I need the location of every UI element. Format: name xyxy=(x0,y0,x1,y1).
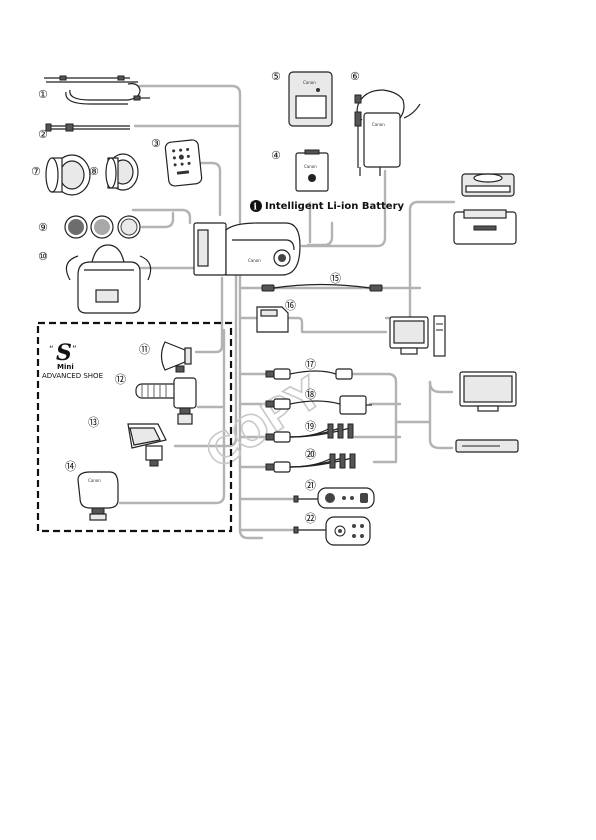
item-10-carrying-case xyxy=(66,245,150,313)
svg-text:i: i xyxy=(254,203,258,213)
marker-1: ① xyxy=(38,88,48,101)
camcorder: Canon xyxy=(194,223,300,275)
marker-4: ④ xyxy=(271,149,281,162)
marker-11: ⑪ xyxy=(139,343,150,356)
marker-18: ⑱ xyxy=(305,388,316,401)
marker-21: ㉑ xyxy=(305,479,316,492)
marker-7: ⑦ xyxy=(31,165,41,178)
marker-17: ⑰ xyxy=(305,358,316,371)
item-7-tele-converter xyxy=(46,155,90,195)
item-8-wide-converter xyxy=(106,154,138,190)
printer-inkjet xyxy=(454,210,516,244)
marker-12: ⑫ xyxy=(115,373,126,386)
marker-13: ⑬ xyxy=(88,416,99,429)
svg-text:Canon: Canon xyxy=(248,258,261,263)
item-4-battery-pack: Canon xyxy=(296,150,328,191)
battery-label: i Intelligent Li-ion Battery xyxy=(250,200,405,213)
marker-8: ⑧ xyxy=(89,165,99,178)
recorder xyxy=(456,440,518,452)
marker-2: ② xyxy=(38,128,48,141)
item-11-video-light xyxy=(162,342,192,372)
item-5-battery-charger: Canon xyxy=(289,72,332,126)
marker-22: ㉒ xyxy=(305,512,316,525)
item-13-video-flash-light xyxy=(128,424,166,466)
svg-text:Canon: Canon xyxy=(303,80,316,85)
item-1-neck-strap xyxy=(44,76,150,104)
item-3-wireless-controller xyxy=(165,139,202,186)
printer-compact xyxy=(462,174,514,196)
computer xyxy=(390,316,445,356)
marker-9: ⑨ xyxy=(38,221,48,234)
marker-20: ⑳ xyxy=(305,448,316,461)
item-16-memory-card xyxy=(257,307,288,332)
marker-10: ⑩ xyxy=(38,250,48,263)
item-9-filter-set xyxy=(65,216,140,238)
marker-16: ⑯ xyxy=(285,299,296,312)
svg-text:Canon: Canon xyxy=(372,122,385,127)
marker-6: ⑥ xyxy=(350,70,360,83)
svg-text:”: ” xyxy=(72,345,77,355)
marker-19: ⑲ xyxy=(305,420,316,433)
item-12-stereo-microphone xyxy=(136,378,196,424)
marker-15: ⑮ xyxy=(330,272,341,285)
tv xyxy=(460,372,516,411)
svg-text:Canon: Canon xyxy=(304,164,317,169)
marker-5: ⑤ xyxy=(271,70,281,83)
marker-3: ③ xyxy=(151,137,161,150)
svg-text:Canon: Canon xyxy=(88,478,101,483)
svg-text:“: “ xyxy=(49,345,54,355)
marker-14: ⑭ xyxy=(65,460,76,473)
item-14-battery-video-light: Canon xyxy=(78,472,118,520)
item-6-compact-power-adapter: Canon xyxy=(355,90,420,176)
battery-label-text: Intelligent Li-ion Battery xyxy=(265,201,405,212)
advanced-shoe-label: ADVANCED SHOE xyxy=(42,372,103,380)
item-2-wrist-strap xyxy=(46,124,130,131)
mini-label: Mini xyxy=(57,363,74,371)
